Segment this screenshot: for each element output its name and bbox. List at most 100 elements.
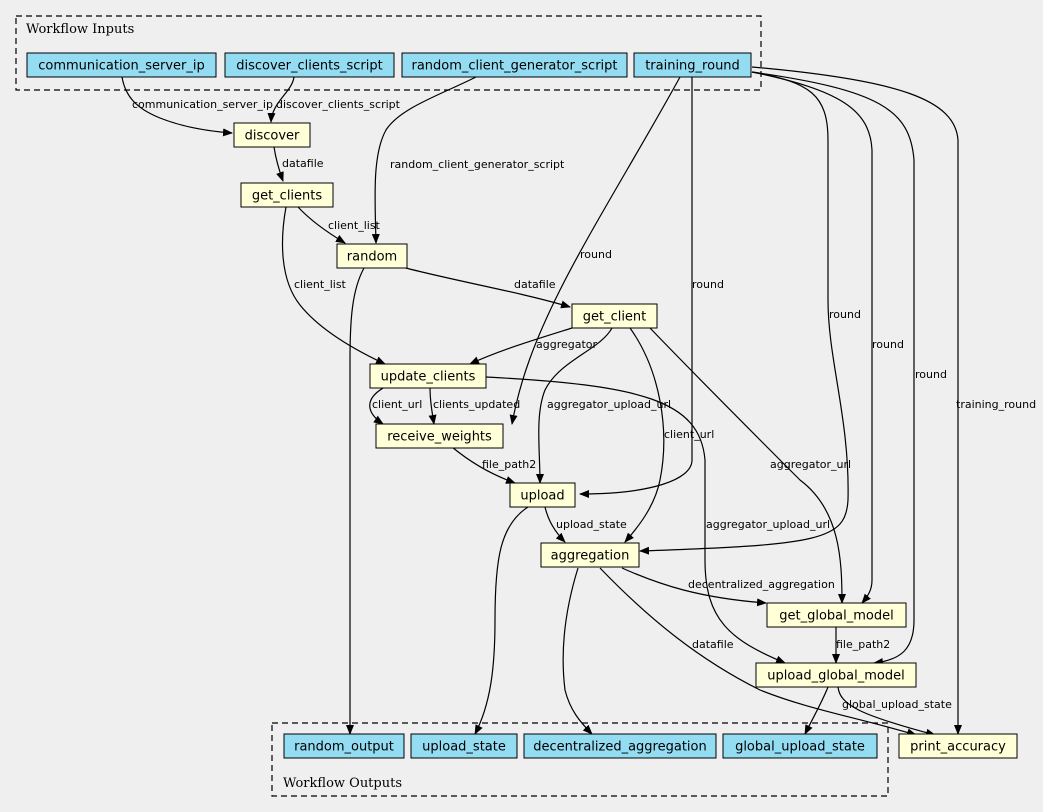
step-get-global-model-label: get_global_model xyxy=(779,609,893,624)
step-aggregation-box xyxy=(540,542,640,568)
edge-discover-script-discover: discover_clients_script xyxy=(267,76,401,123)
edge-label-client-url-2: client_url xyxy=(664,428,714,441)
step-get-global-model[interactable]: get_global_model xyxy=(766,602,907,628)
step-upload-box xyxy=(509,482,576,508)
edge-round-upload: round xyxy=(579,77,724,498)
input-discover-clients-script[interactable]: discover_clients_script xyxy=(224,52,395,78)
output-random-output[interactable]: random_output xyxy=(283,733,405,759)
step-upload-global-model-box xyxy=(755,662,917,688)
output-global-upload-state-box xyxy=(722,733,878,759)
step-get-client[interactable]: get_client xyxy=(571,303,658,329)
step-upload-global-model-label: upload_global_model xyxy=(767,669,904,684)
step-update-clients-box xyxy=(369,363,487,389)
step-upload-global-model[interactable]: upload_global_model xyxy=(755,662,917,688)
step-get-client-label: get_client xyxy=(583,310,647,325)
output-global-upload-state-label: global_upload_state xyxy=(735,740,865,755)
edge-random-script-random: random_client_generator_script xyxy=(371,76,565,244)
output-decentralized-aggregation-label: decentralized_aggregation xyxy=(533,740,707,755)
edge-label-decentralized-aggregation: decentralized_aggregation xyxy=(688,578,835,591)
edge-get-global-model-upload-global-model: file_path2 xyxy=(832,627,890,664)
edge-label-round-5: round xyxy=(915,368,947,381)
step-get-clients[interactable]: get_clients xyxy=(240,182,334,208)
step-random-box xyxy=(336,243,408,269)
edge-label-client-list-1: client_list xyxy=(328,219,381,232)
input-training-round-label: training_round xyxy=(645,59,740,74)
edges: communication_server_ip discover_clients… xyxy=(121,66,1036,737)
edge-label-clients-updated: clients_updated xyxy=(433,398,520,411)
input-communication-server-ip[interactable]: communication_server_ip xyxy=(26,52,217,78)
input-random-client-generator-script-label: random_client_generator_script xyxy=(411,59,617,74)
step-discover[interactable]: discover xyxy=(233,122,311,148)
edge-update-clients-upload-global-model: aggregator_upload_url xyxy=(485,376,830,664)
step-update-clients-label: update_clients xyxy=(381,370,476,385)
output-upload-state-box xyxy=(410,733,518,759)
edge-label-aggregator: aggregator xyxy=(536,338,598,351)
output-global-upload-state[interactable]: global_upload_state xyxy=(722,733,878,759)
edge-random-get-client: datafile xyxy=(397,265,571,309)
step-get-clients-box xyxy=(240,182,334,208)
input-discover-clients-script-box xyxy=(224,52,395,78)
input-discover-clients-script-label: discover_clients_script xyxy=(236,59,382,74)
edge-label-round-4: round xyxy=(872,338,904,351)
input-communication-server-ip-box xyxy=(26,52,217,78)
step-upload[interactable]: upload xyxy=(509,482,576,508)
edge-random-random-output xyxy=(346,267,365,735)
edge-round-upload-global-model: round xyxy=(751,71,947,666)
edge-round-receive-weights: round xyxy=(509,76,681,425)
output-random-output-label: random_output xyxy=(294,740,394,755)
edge-label-round-2: round xyxy=(692,278,724,291)
input-communication-server-ip-label: communication_server_ip xyxy=(38,59,205,74)
step-print-accuracy[interactable]: print_accuracy xyxy=(898,733,1018,759)
output-upload-state-label: upload_state xyxy=(422,740,506,755)
edge-get-client-get-global-model: aggregator_url xyxy=(649,327,851,604)
edge-comm-discover: communication_server_ip xyxy=(121,76,273,137)
edge-get-client-update-clients: aggregator xyxy=(469,327,598,365)
edge-label-discover-clients-script: discover_clients_script xyxy=(276,98,401,111)
edge-training-round-print-accuracy: training_round xyxy=(751,66,1036,735)
output-decentralized-aggregation-box xyxy=(523,733,717,759)
edge-label-round-1: round xyxy=(580,248,612,261)
edge-upload-global-model-global-upload-state xyxy=(804,686,829,735)
step-update-clients[interactable]: update_clients xyxy=(369,363,487,389)
input-training-round[interactable]: training_round xyxy=(633,52,752,78)
edge-label-upload-state-1: upload_state xyxy=(556,518,627,531)
edge-aggregation-get-global-model: decentralized_aggregation xyxy=(621,567,835,607)
edge-label-round-3: round xyxy=(829,308,861,321)
edge-upload-global-model-print-accuracy: global_upload_state xyxy=(837,686,952,737)
edge-round-get-global-model: round xyxy=(751,71,904,604)
step-receive-weights-label: receive_weights xyxy=(387,430,492,445)
edge-get-clients-random: client_list xyxy=(297,206,381,244)
nodes: communication_server_ip discover_clients… xyxy=(26,52,1018,759)
workflow-outputs-cluster: Workflow Outputs xyxy=(271,722,889,797)
step-receive-weights[interactable]: receive_weights xyxy=(375,423,504,449)
edge-upload-upload-state xyxy=(474,506,529,735)
input-random-client-generator-script[interactable]: random_client_generator_script xyxy=(401,52,628,78)
step-receive-weights-box xyxy=(375,423,504,449)
edge-label-client-list-2: client_list xyxy=(294,278,347,291)
edge-aggregation-decentralized xyxy=(562,567,593,735)
output-random-output-box xyxy=(283,733,405,759)
step-upload-label: upload xyxy=(520,489,564,504)
edge-label-training-round: training_round xyxy=(956,398,1036,411)
edge-label-aggregator-upload-url-1: aggregator_upload_url xyxy=(547,398,671,411)
output-upload-state[interactable]: upload_state xyxy=(410,733,518,759)
edge-label-datafile-1: datafile xyxy=(282,157,324,170)
edge-round-aggregation: round xyxy=(639,71,861,555)
step-aggregation[interactable]: aggregation xyxy=(540,542,640,568)
edge-aggregation-print-accuracy: datafile xyxy=(599,567,917,737)
step-discover-label: discover xyxy=(245,129,300,144)
edge-label-datafile-2: datafile xyxy=(514,278,556,291)
input-training-round-box xyxy=(633,52,752,78)
edge-label-datafile-3: datafile xyxy=(692,638,734,651)
step-get-client-box xyxy=(571,303,658,329)
step-discover-box xyxy=(233,122,311,148)
input-random-client-generator-script-box xyxy=(401,52,628,78)
edge-discover-get-clients: datafile xyxy=(273,146,324,182)
edge-upload-aggregation: upload_state xyxy=(544,506,627,543)
output-decentralized-aggregation[interactable]: decentralized_aggregation xyxy=(523,733,717,759)
edge-label-random-client-generator-script: random_client_generator_script xyxy=(390,158,565,171)
step-print-accuracy-label: print_accuracy xyxy=(910,740,1006,755)
edge-get-clients-update-clients: client_list xyxy=(281,206,386,365)
step-random[interactable]: random xyxy=(336,243,408,269)
